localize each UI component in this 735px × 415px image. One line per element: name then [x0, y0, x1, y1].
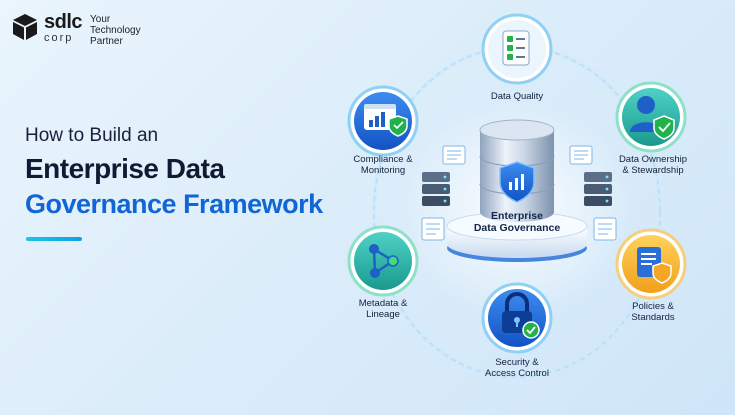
core-label: Enterprise Data Governance — [462, 210, 572, 234]
title-line1: How to Build an — [25, 125, 159, 146]
network-graph-icon — [369, 244, 399, 278]
label-line: Monitoring — [360, 165, 406, 176]
core-label-line1: Enterprise — [491, 210, 543, 222]
node-security — [481, 282, 553, 354]
label-line: Lineage — [366, 309, 400, 320]
database-shield-icon — [446, 119, 588, 262]
node-policies — [615, 228, 687, 300]
user-shield-icon — [630, 96, 675, 140]
label-line: Standards — [631, 312, 675, 323]
node-label-policies: Policies & Standards — [598, 301, 708, 323]
label-line: Metadata & — [358, 298, 408, 309]
title-line2: Enterprise Data — [25, 153, 225, 184]
node-metadata — [347, 225, 419, 297]
document-shield-icon — [637, 247, 672, 284]
node-compliance — [347, 85, 419, 157]
checklist-icon — [502, 30, 530, 66]
title-underline — [26, 237, 82, 241]
padlock-check-icon — [502, 292, 540, 339]
brand-main-text: sdlc — [44, 11, 83, 33]
label-line: Data Quality — [490, 91, 544, 102]
core-label-line2: Data Governance — [473, 222, 561, 234]
label-line: Security & — [495, 357, 539, 368]
label-line: Policies & — [632, 301, 674, 312]
company-logo: sdlc corp Your Technology Partner — [10, 12, 141, 47]
document-card-icon — [569, 145, 593, 165]
label-line: & Stewardship — [622, 165, 684, 176]
cube-logo-icon — [13, 14, 37, 40]
brand-sub-text: corp — [44, 32, 74, 44]
document-card-icon — [593, 217, 617, 241]
title-line3: Governance Framework — [25, 189, 323, 219]
brand-name: sdlc corp — [44, 11, 83, 44]
label-line: Compliance & — [353, 154, 413, 165]
label-line: Data Ownership — [618, 154, 688, 165]
node-label-metadata: Metadata & Lineage — [328, 298, 438, 320]
document-card-icon — [442, 145, 466, 165]
node-label-security: Security & Access Control — [462, 357, 572, 379]
node-label-compliance: Compliance & Monitoring — [328, 154, 438, 176]
tagline: Your Technology Partner — [90, 14, 141, 47]
document-card-icon — [421, 217, 445, 241]
node-data-quality — [481, 13, 553, 85]
server-stack-icon — [422, 172, 450, 206]
node-label-data-ownership: Data Ownership & Stewardship — [598, 154, 708, 176]
node-data-ownership — [615, 81, 687, 153]
chart-shield-icon — [364, 104, 408, 137]
tagline-line3: Partner — [90, 36, 123, 47]
tagline-line1: Your — [90, 14, 111, 25]
server-stack-icon — [584, 172, 612, 206]
node-label-data-quality: Data Quality — [462, 91, 572, 102]
label-line: Access Control — [485, 368, 549, 379]
tagline-line2: Technology — [90, 25, 141, 36]
